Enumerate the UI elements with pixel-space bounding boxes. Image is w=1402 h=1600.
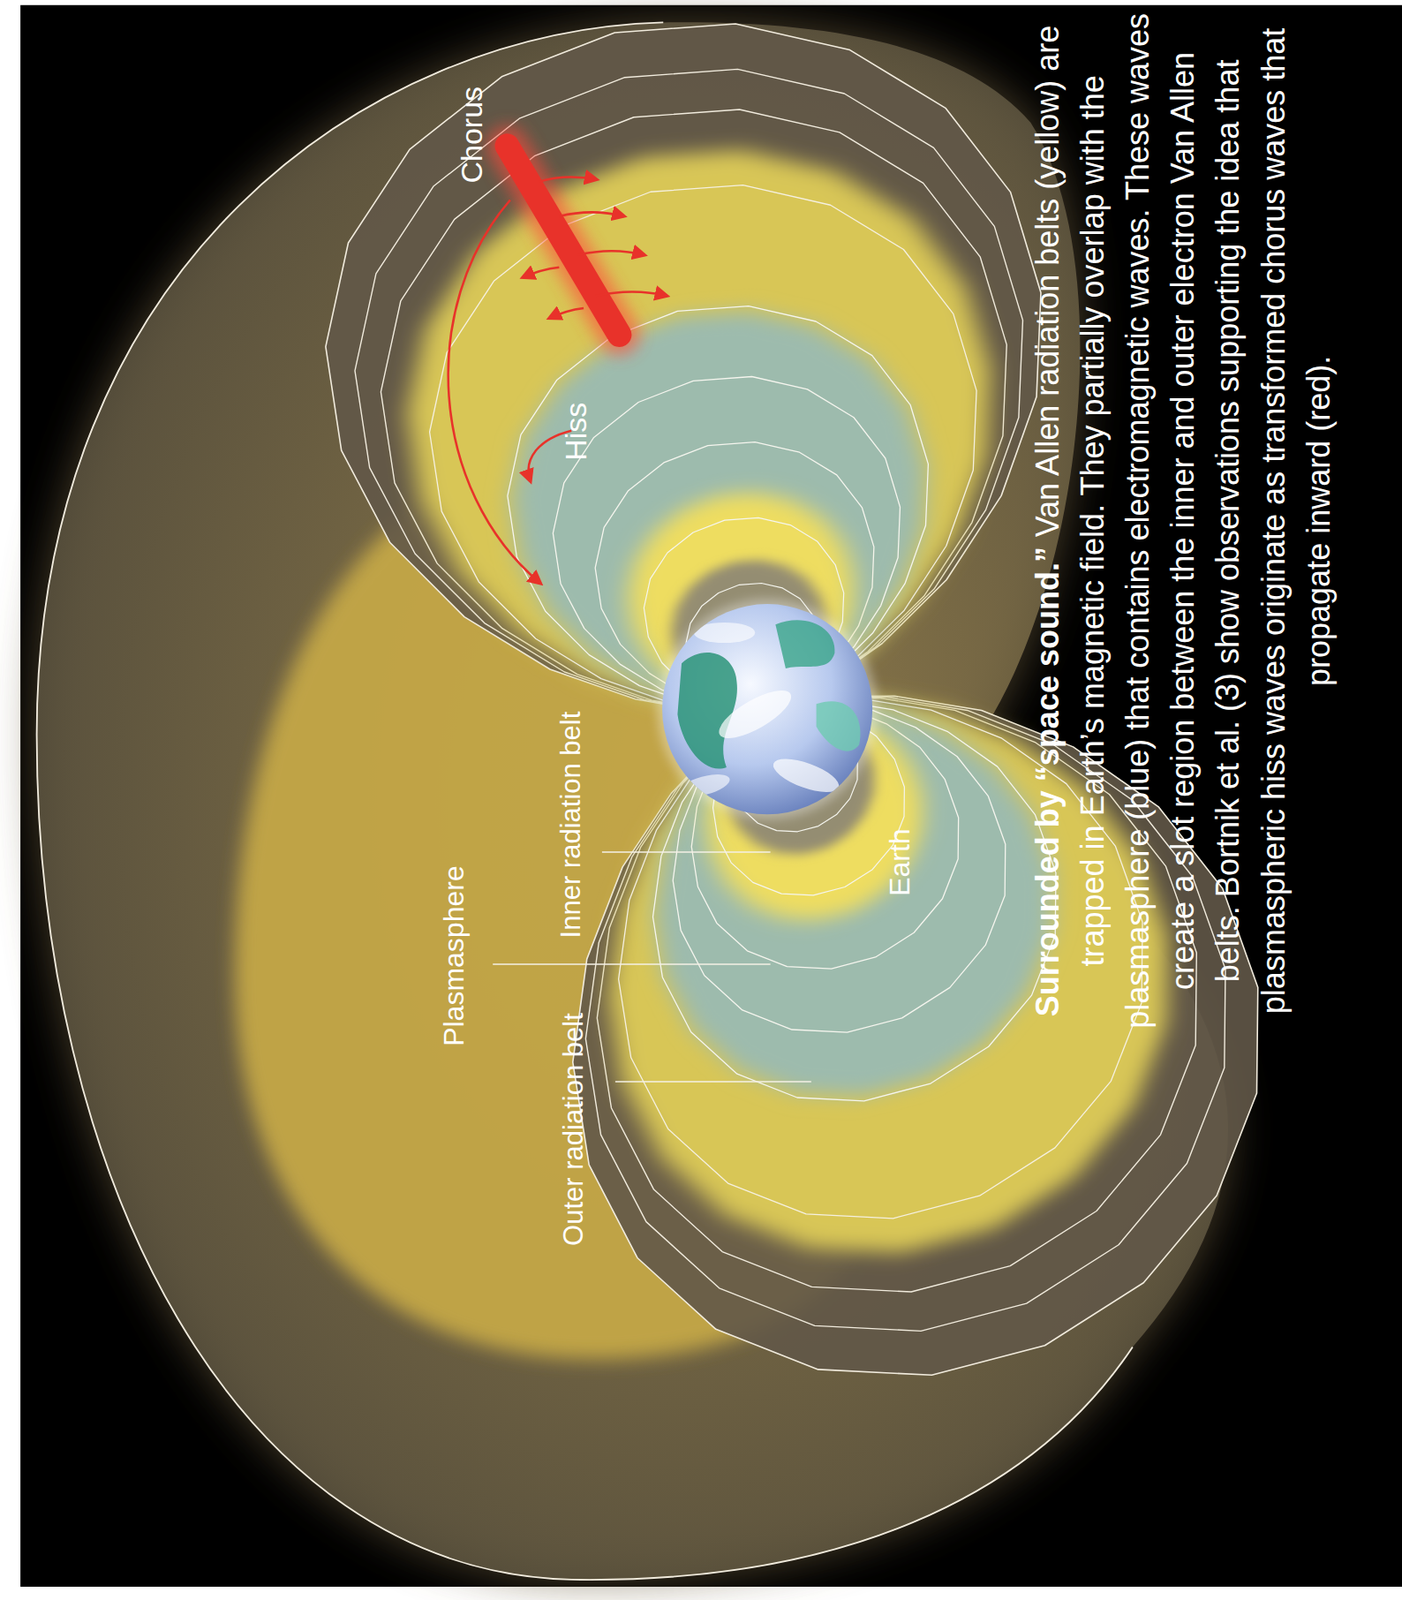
leader-line — [492, 963, 770, 965]
land — [775, 619, 835, 669]
caption-title: Surrounded by “space sound.” — [1029, 546, 1066, 1017]
cloud — [768, 752, 843, 799]
chorus-source — [506, 145, 619, 335]
land — [677, 652, 738, 769]
chorus-arrows — [448, 176, 668, 584]
earth — [656, 598, 878, 820]
wave-arrow — [558, 211, 625, 217]
wave-arrow — [522, 267, 560, 279]
cloud — [693, 622, 755, 643]
cloud — [712, 681, 798, 747]
upper-lobe — [264, 0, 1117, 789]
wave-arrow — [538, 176, 597, 181]
caption-text: Van Allen radiation belts (yellow) are t… — [1029, 13, 1337, 1029]
earth-disc — [662, 603, 873, 815]
wave-arrow — [595, 292, 668, 297]
chorus-glow — [506, 145, 619, 335]
leader-line — [615, 1080, 812, 1083]
plasmasphere-label: Plasmasphere — [437, 866, 469, 1048]
caption-block: Surrounded by “space sound.”Van Allen ra… — [1025, 13, 1342, 1029]
region-label: Inner radiation belt — [556, 711, 587, 939]
hiss-label: Hiss — [559, 402, 593, 461]
chorus-label: Chorus — [455, 86, 489, 184]
cloud — [676, 769, 732, 802]
leader-line — [602, 851, 771, 853]
propagation-arrow — [448, 200, 542, 585]
land — [816, 701, 861, 751]
earth-glow — [656, 598, 878, 820]
region-label: Outer radiation belt — [558, 1012, 589, 1246]
leader-lines — [492, 851, 812, 1082]
wave-arrow — [549, 308, 584, 319]
earth-label: Earth — [883, 829, 915, 897]
earth-surface — [676, 619, 861, 801]
wave-arrow — [577, 250, 645, 256]
